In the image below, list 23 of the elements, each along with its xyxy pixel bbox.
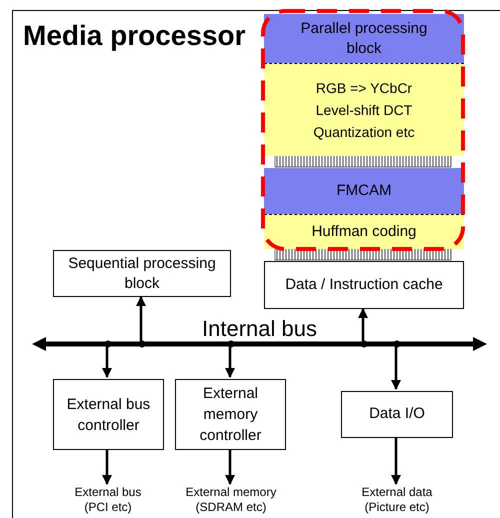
arrow bbox=[391, 345, 401, 390]
pin-connector bbox=[274, 154, 452, 168]
io-box: Data I/O bbox=[341, 391, 453, 438]
controller-box: External bus controller bbox=[53, 379, 164, 450]
output-label: External bus (PCI etc) bbox=[48, 485, 168, 518]
arrow bbox=[102, 449, 112, 485]
arrow bbox=[225, 345, 235, 378]
function-block: Huffman coding bbox=[264, 214, 464, 249]
function-block: RGB => YCbCr Level-shift DCT Quantization etc bbox=[264, 63, 464, 156]
cache-box: Data / Instruction cache bbox=[264, 261, 464, 309]
output-label: External memory (SDRAM etc) bbox=[166, 485, 296, 518]
processing-block: Parallel processing block bbox=[264, 14, 464, 63]
controller-box: External memory controller bbox=[175, 379, 286, 450]
arrow bbox=[391, 437, 401, 485]
arrow bbox=[358, 308, 368, 341]
frame-label: Media processor bbox=[23, 19, 246, 53]
processing-box: Sequential processing block bbox=[53, 250, 231, 297]
arrow bbox=[102, 345, 112, 378]
bus-label: Internal bus bbox=[202, 317, 317, 341]
output-label: External data (Picture etc) bbox=[337, 485, 457, 518]
arrow bbox=[136, 296, 146, 341]
function-block: FMCAM bbox=[264, 168, 464, 214]
arrow bbox=[225, 449, 235, 485]
